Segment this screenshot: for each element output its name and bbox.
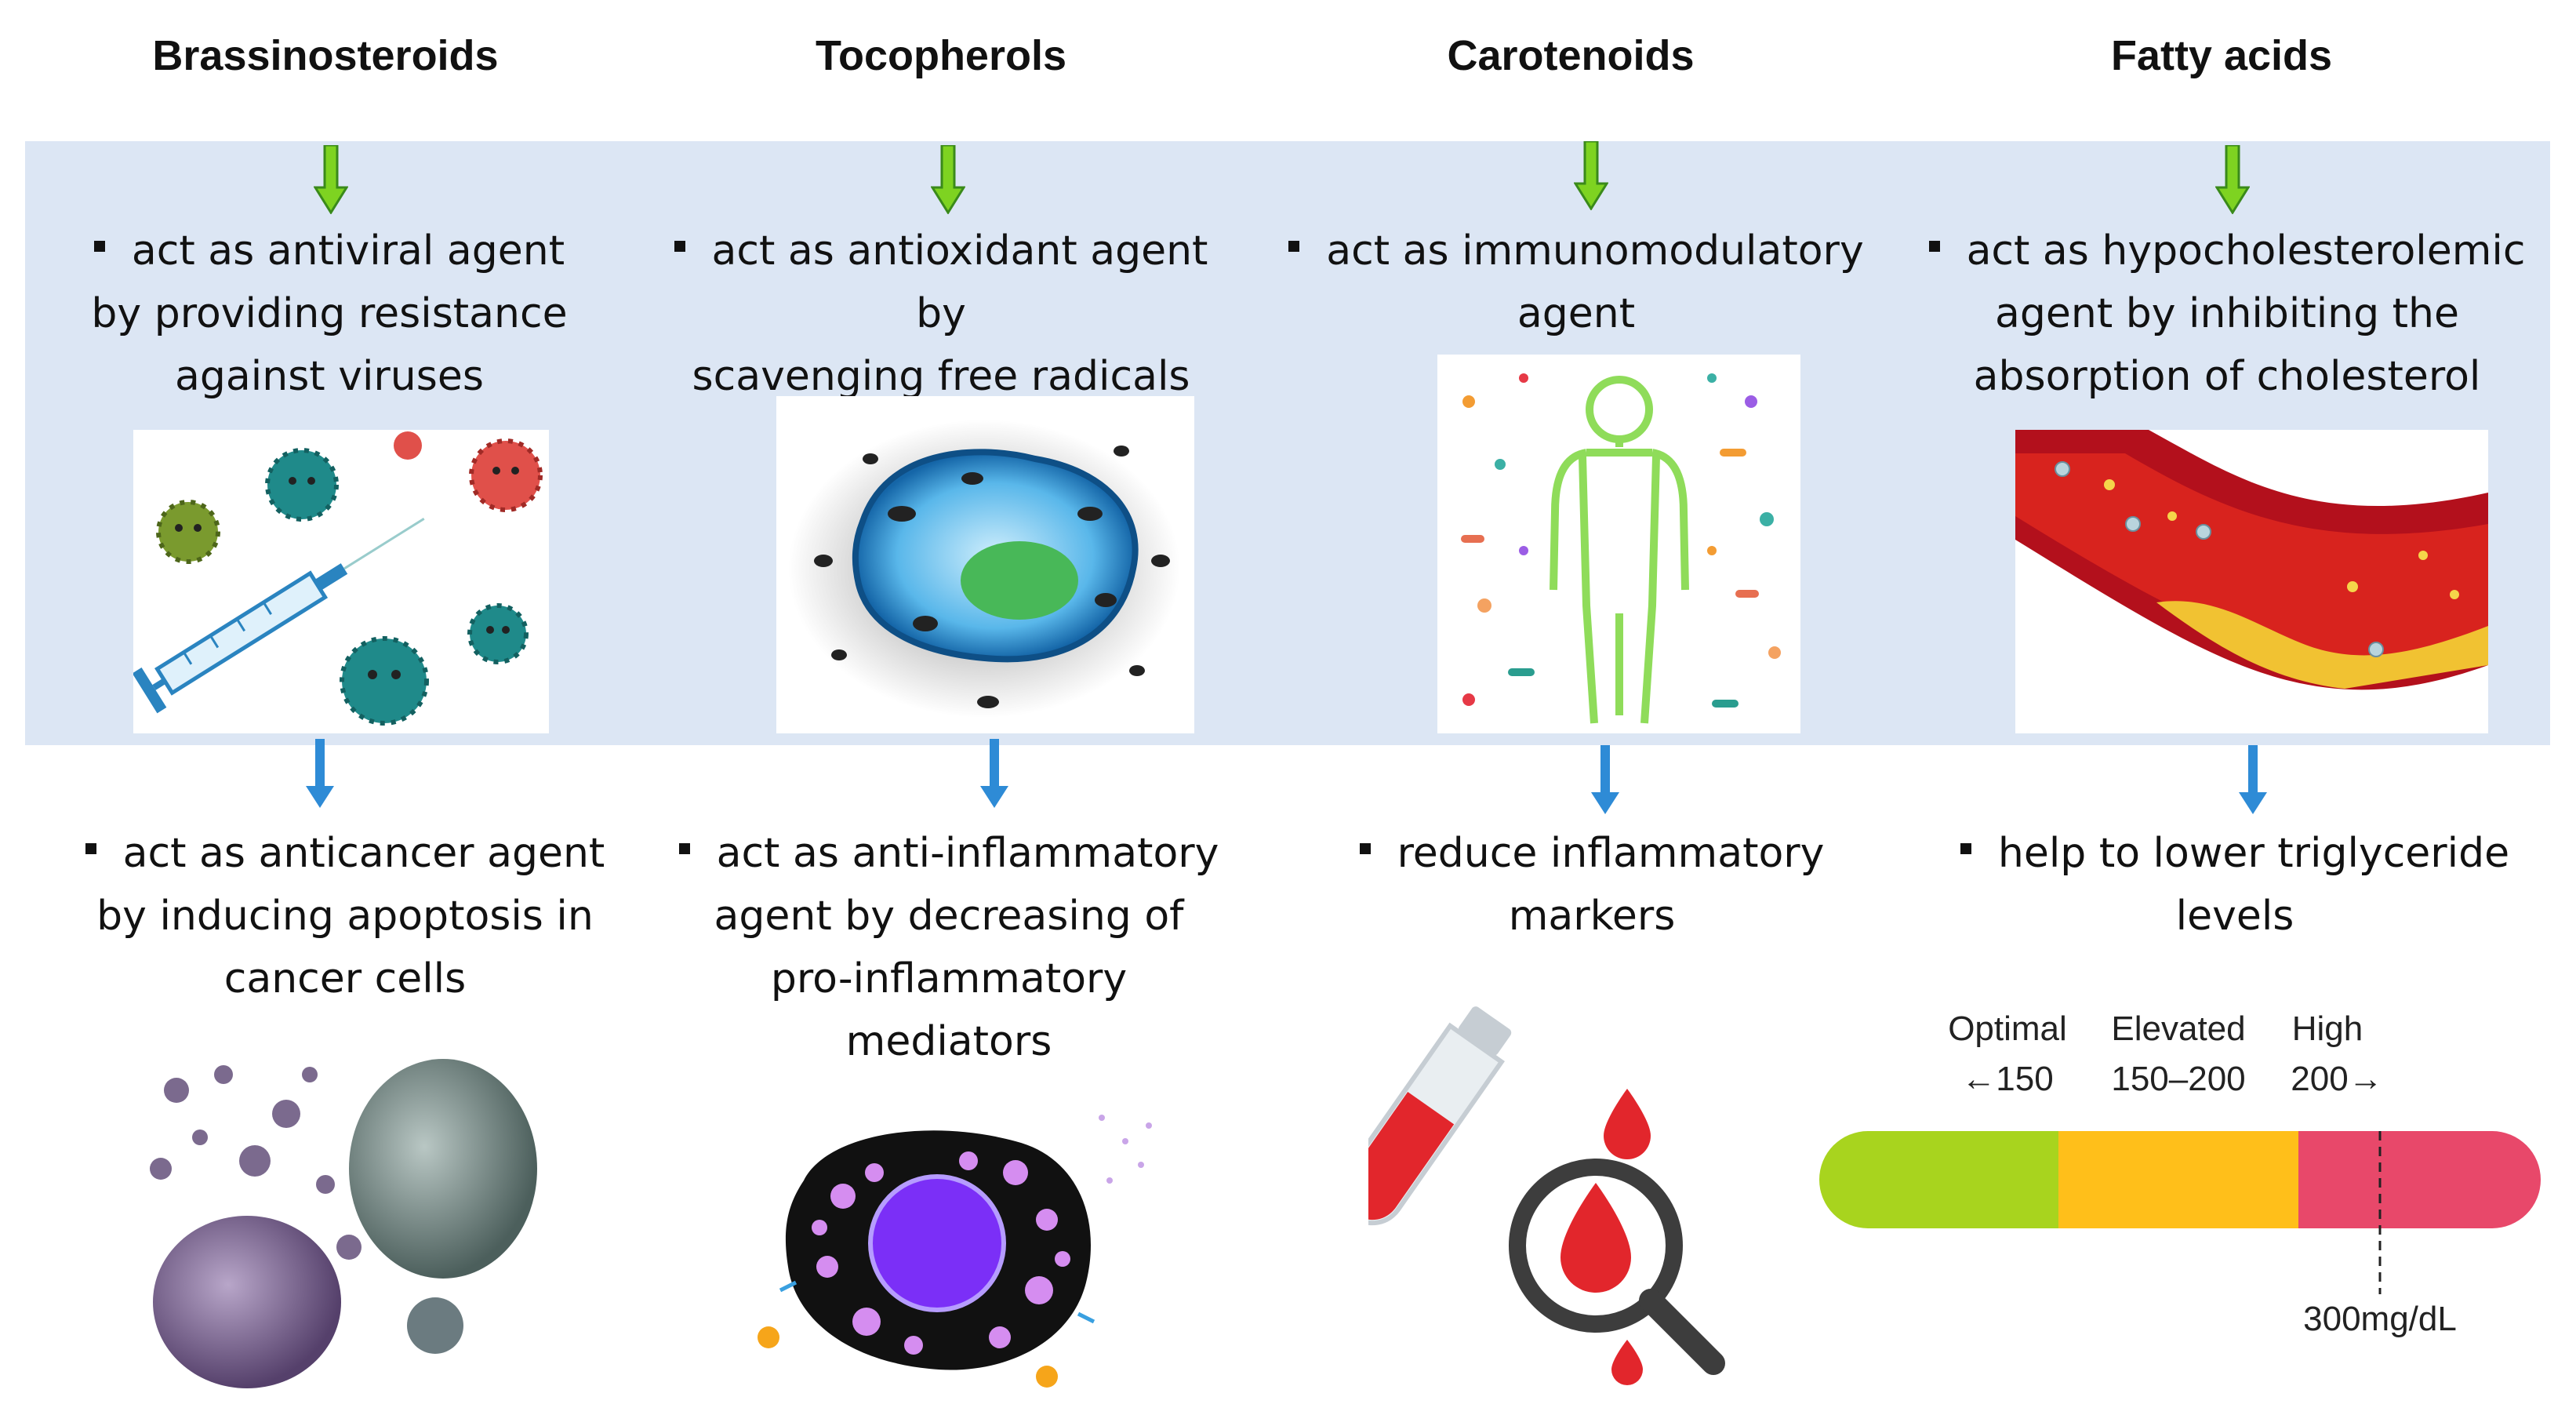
green-arrow-down-icon xyxy=(314,145,348,214)
blue-arrow-down-icon xyxy=(306,739,334,808)
virus-syringe-illustration xyxy=(133,430,549,733)
title-carotenoids: Carotenoids xyxy=(1447,32,1695,79)
scale-segment-optimal xyxy=(1819,1131,2058,1228)
effect-lower-triglycerides: help to lower triglyceride levels xyxy=(1929,822,2541,948)
title-brassinosteroids: Brassinosteroids xyxy=(152,32,499,79)
scale-segment-elevated xyxy=(2058,1131,2298,1228)
human-microbes-illustration xyxy=(1437,355,1800,733)
inflammatory-cell-illustration xyxy=(733,1086,1164,1408)
blue-arrow-down-icon xyxy=(1591,745,1619,814)
green-arrow-down-icon xyxy=(2215,145,2250,214)
effect-hypocholesterolemic: act as hypocholesterolemic agent by inhi… xyxy=(1913,220,2541,408)
title-tocopherols: Tocopherols xyxy=(815,32,1067,79)
effect-anticancer: act as anticancer agent by inducing apop… xyxy=(63,822,627,1010)
effect-antiviral: act as antiviral agent by providing resi… xyxy=(91,227,568,400)
effect-anti-inflammatory: act as anti-inflammatory agent by decrea… xyxy=(667,822,1231,1073)
blue-arrow-down-icon xyxy=(980,739,1008,808)
title-fatty-acids: Fatty acids xyxy=(2110,32,2333,79)
blood-test-tube-magnifier-illustration xyxy=(1368,987,1745,1387)
scale-segment-high xyxy=(2298,1131,2541,1228)
blood-vessel-cholesterol-illustration xyxy=(2015,430,2488,733)
scale-label-optimal: Optimal xyxy=(1948,1009,2067,1048)
green-arrow-down-icon xyxy=(931,145,965,214)
effect-reduce-inflammatory-markers: reduce inflammatory markers xyxy=(1317,822,1866,948)
scale-range-high: 200→ xyxy=(2291,1060,2382,1098)
effect-immunomodulatory: act as immunomodulatory agent xyxy=(1278,220,1874,345)
scale-marker-label: 300mg/dL xyxy=(2303,1300,2457,1338)
scale-range-elevated: 150–200 xyxy=(2111,1060,2245,1098)
scale-range-optimal: ←150 xyxy=(1961,1060,2053,1098)
blue-arrow-down-icon xyxy=(2239,745,2267,814)
effect-antioxidant: act as antioxidant agent by scavenging f… xyxy=(643,220,1239,408)
scale-label-high: High xyxy=(2292,1009,2363,1048)
cell-free-radicals-illustration xyxy=(776,396,1194,733)
apoptosis-cancer-cells-illustration xyxy=(129,1043,557,1404)
scale-label-elevated: Elevated xyxy=(2111,1009,2245,1048)
green-arrow-down-icon xyxy=(1574,141,1608,210)
triglyceride-level-scale: Optimal ←150 Elevated 150–200 High 200→ … xyxy=(1804,996,2549,1341)
